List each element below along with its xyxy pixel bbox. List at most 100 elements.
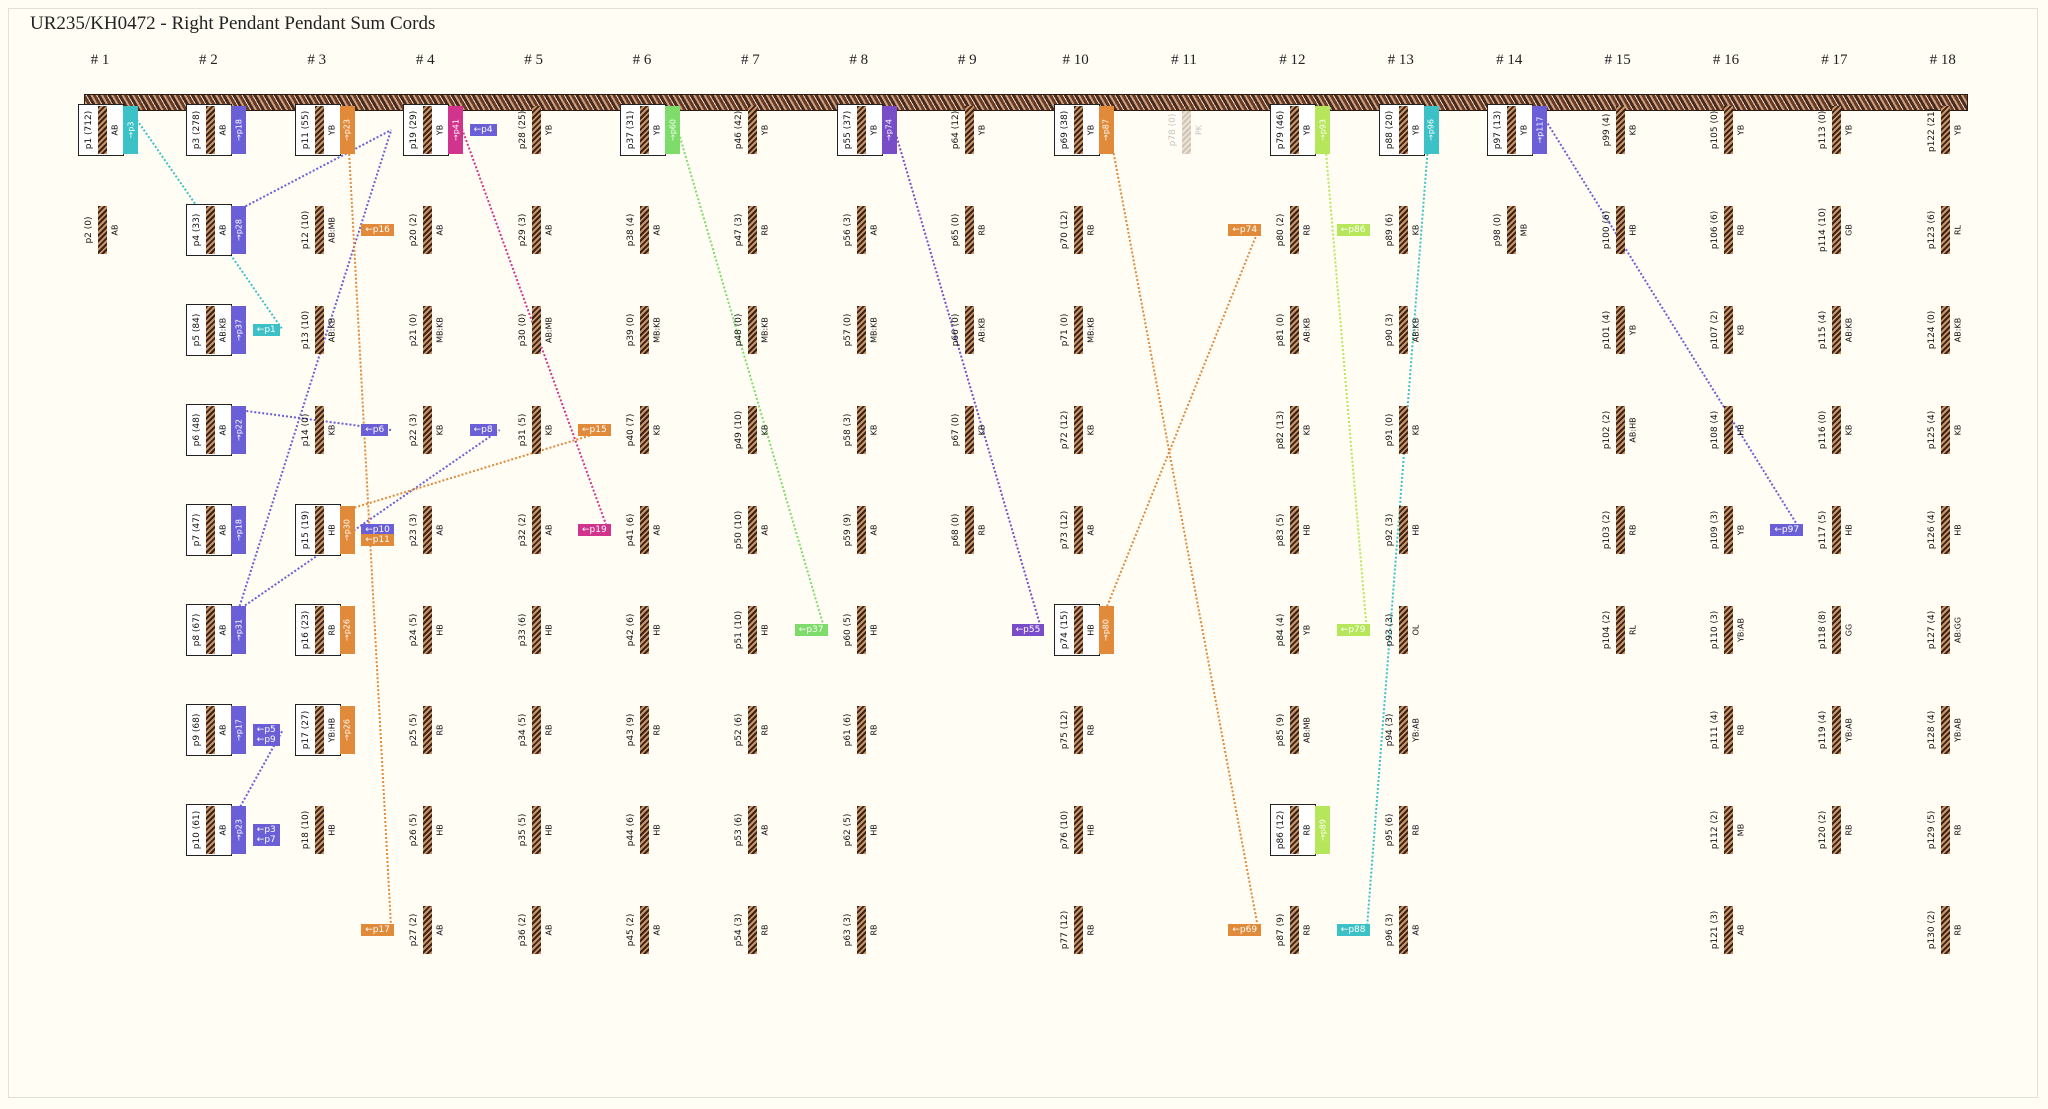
- cord-label: p111 (4): [1710, 710, 1720, 750]
- cord-knot-strip: [314, 306, 324, 354]
- cord-label: p130 (2): [1926, 910, 1937, 950]
- cord-color: YB: [435, 124, 445, 136]
- cord-knot-strip: [206, 806, 216, 854]
- sum-target-tag: →p23: [339, 106, 355, 154]
- cord-color: AB:KB: [327, 317, 337, 343]
- sum-link-line: [237, 129, 392, 211]
- cord-color: AB: [869, 224, 879, 236]
- cord-knot-strip: [1940, 906, 1950, 954]
- sum-target-tag: →p60: [665, 106, 680, 154]
- cord-knot-strip: [1724, 506, 1733, 554]
- cord-label: p57 (0): [842, 313, 853, 347]
- cord-label: p101 (4): [1601, 310, 1612, 350]
- cord-label: p14 (0): [300, 413, 311, 447]
- sum-target-tag: →p80: [1098, 606, 1114, 654]
- cord-color: HB: [544, 624, 554, 636]
- cord-label: p69 (38): [1059, 110, 1070, 150]
- sum-target-tag: →p37: [231, 306, 247, 354]
- cord-knot-strip: [1724, 906, 1733, 954]
- cord-knot-strip: [640, 606, 649, 654]
- cord-label: p107 (2): [1710, 310, 1720, 350]
- cord-label: p19 (29): [409, 110, 420, 150]
- cord-color: KB: [327, 424, 337, 436]
- cord-label: p55 (37): [842, 110, 853, 150]
- cord-knot-strip: [1507, 106, 1517, 154]
- cord-knot-strip: [1073, 806, 1083, 854]
- cord-knot-strip: [1290, 606, 1300, 654]
- cord-label: p48 (0): [734, 313, 745, 347]
- cord-knot-strip: [1832, 306, 1842, 354]
- cord-knot-strip: [206, 506, 216, 554]
- cord-label: p84 (4): [1276, 613, 1287, 647]
- cord-knot-strip: [1073, 506, 1083, 554]
- cord-color: AB: [218, 624, 228, 636]
- cord-label: p62 (5): [842, 813, 853, 847]
- cord-color: HB: [1086, 624, 1096, 636]
- column-number: # 5: [524, 52, 543, 68]
- sum-target-tag: →p22: [231, 406, 247, 454]
- column-number: # 11: [1171, 52, 1197, 68]
- cord-color: AB: [652, 224, 662, 236]
- cord-label: p47 (3): [734, 213, 745, 247]
- cord-knot-strip: [1073, 206, 1083, 254]
- column-number: # 17: [1821, 52, 1848, 68]
- cord-knot-strip: [1832, 706, 1842, 754]
- page-title: UR235/KH0472 - Right Pendant Pendant Sum…: [30, 13, 436, 34]
- cord-color: AB:MB: [1302, 716, 1312, 744]
- cord-label: p26 (5): [409, 813, 420, 847]
- cord-label: p6 (48): [192, 413, 203, 447]
- cord-color: HB: [869, 624, 879, 636]
- cord-color: AB:KB: [1302, 317, 1312, 343]
- sum-target-tag: →p18: [231, 506, 247, 554]
- cord-color: MB:KB: [435, 317, 445, 343]
- cord-label: p51 (10): [734, 610, 745, 650]
- cord-label: p98 (0): [1493, 213, 1504, 247]
- sum-source-tag: ←p69: [1228, 924, 1262, 936]
- cord-knot-strip: [423, 706, 433, 754]
- sum-target-tag: →p30: [339, 506, 355, 554]
- sum-source-tag: ←p11: [361, 534, 394, 546]
- cord-color: RB: [1736, 724, 1746, 736]
- cord-color: MB: [1519, 223, 1529, 237]
- cord-knot-strip: [856, 306, 866, 354]
- cord-color: RB: [1302, 824, 1312, 836]
- cord-label: p67 (0): [951, 413, 962, 447]
- cord-label: p117 (5): [1818, 510, 1829, 550]
- cord-label: p49 (10): [734, 410, 745, 450]
- cord-label: p85 (9): [1276, 713, 1287, 747]
- cord-color: RB: [977, 224, 987, 236]
- cord-color: HB: [869, 824, 879, 836]
- cord-label: p22 (3): [409, 413, 420, 447]
- cord-label: p9 (68): [192, 713, 203, 747]
- cord-knot-strip: [1724, 106, 1733, 154]
- cord-knot-strip: [1832, 506, 1842, 554]
- cord-label: p90 (3): [1384, 313, 1395, 347]
- sum-target-tag: →p89: [1315, 806, 1331, 854]
- sum-target-tag: →p117: [1532, 106, 1548, 154]
- cord-color: KB: [1953, 424, 1963, 436]
- cord-label: p86 (12): [1276, 810, 1287, 850]
- cord-label: p16 (23): [300, 610, 311, 650]
- cord-color: RB: [760, 224, 770, 236]
- cord-knot-strip: [640, 506, 649, 554]
- cord-knot-strip: [640, 206, 649, 254]
- sum-source-tag: ←p88: [1336, 924, 1370, 936]
- cord-label: p83 (5): [1276, 513, 1287, 547]
- cord-knot-strip: [206, 306, 216, 354]
- cord-knot-strip: [1832, 106, 1842, 154]
- cord-knot-strip: [1073, 706, 1083, 754]
- cord-knot-strip: [1615, 206, 1625, 254]
- cord-knot-strip: [1290, 906, 1300, 954]
- cord-color: HB: [327, 524, 337, 536]
- cord-knot-strip: [1724, 206, 1733, 254]
- cord-knot-strip: [314, 506, 324, 554]
- cord-label: p120 (2): [1818, 810, 1829, 850]
- cord-label: p89 (6): [1384, 213, 1395, 247]
- cord-label: p93 (3): [1384, 613, 1395, 647]
- sum-link-line: [345, 109, 393, 931]
- cord-color: AB:GG: [1953, 616, 1963, 644]
- cord-color: KB: [1086, 424, 1096, 436]
- cord-label: p21 (0): [409, 313, 420, 347]
- cord-label: p128 (4): [1926, 710, 1937, 750]
- cord-knot-strip: [1290, 806, 1300, 854]
